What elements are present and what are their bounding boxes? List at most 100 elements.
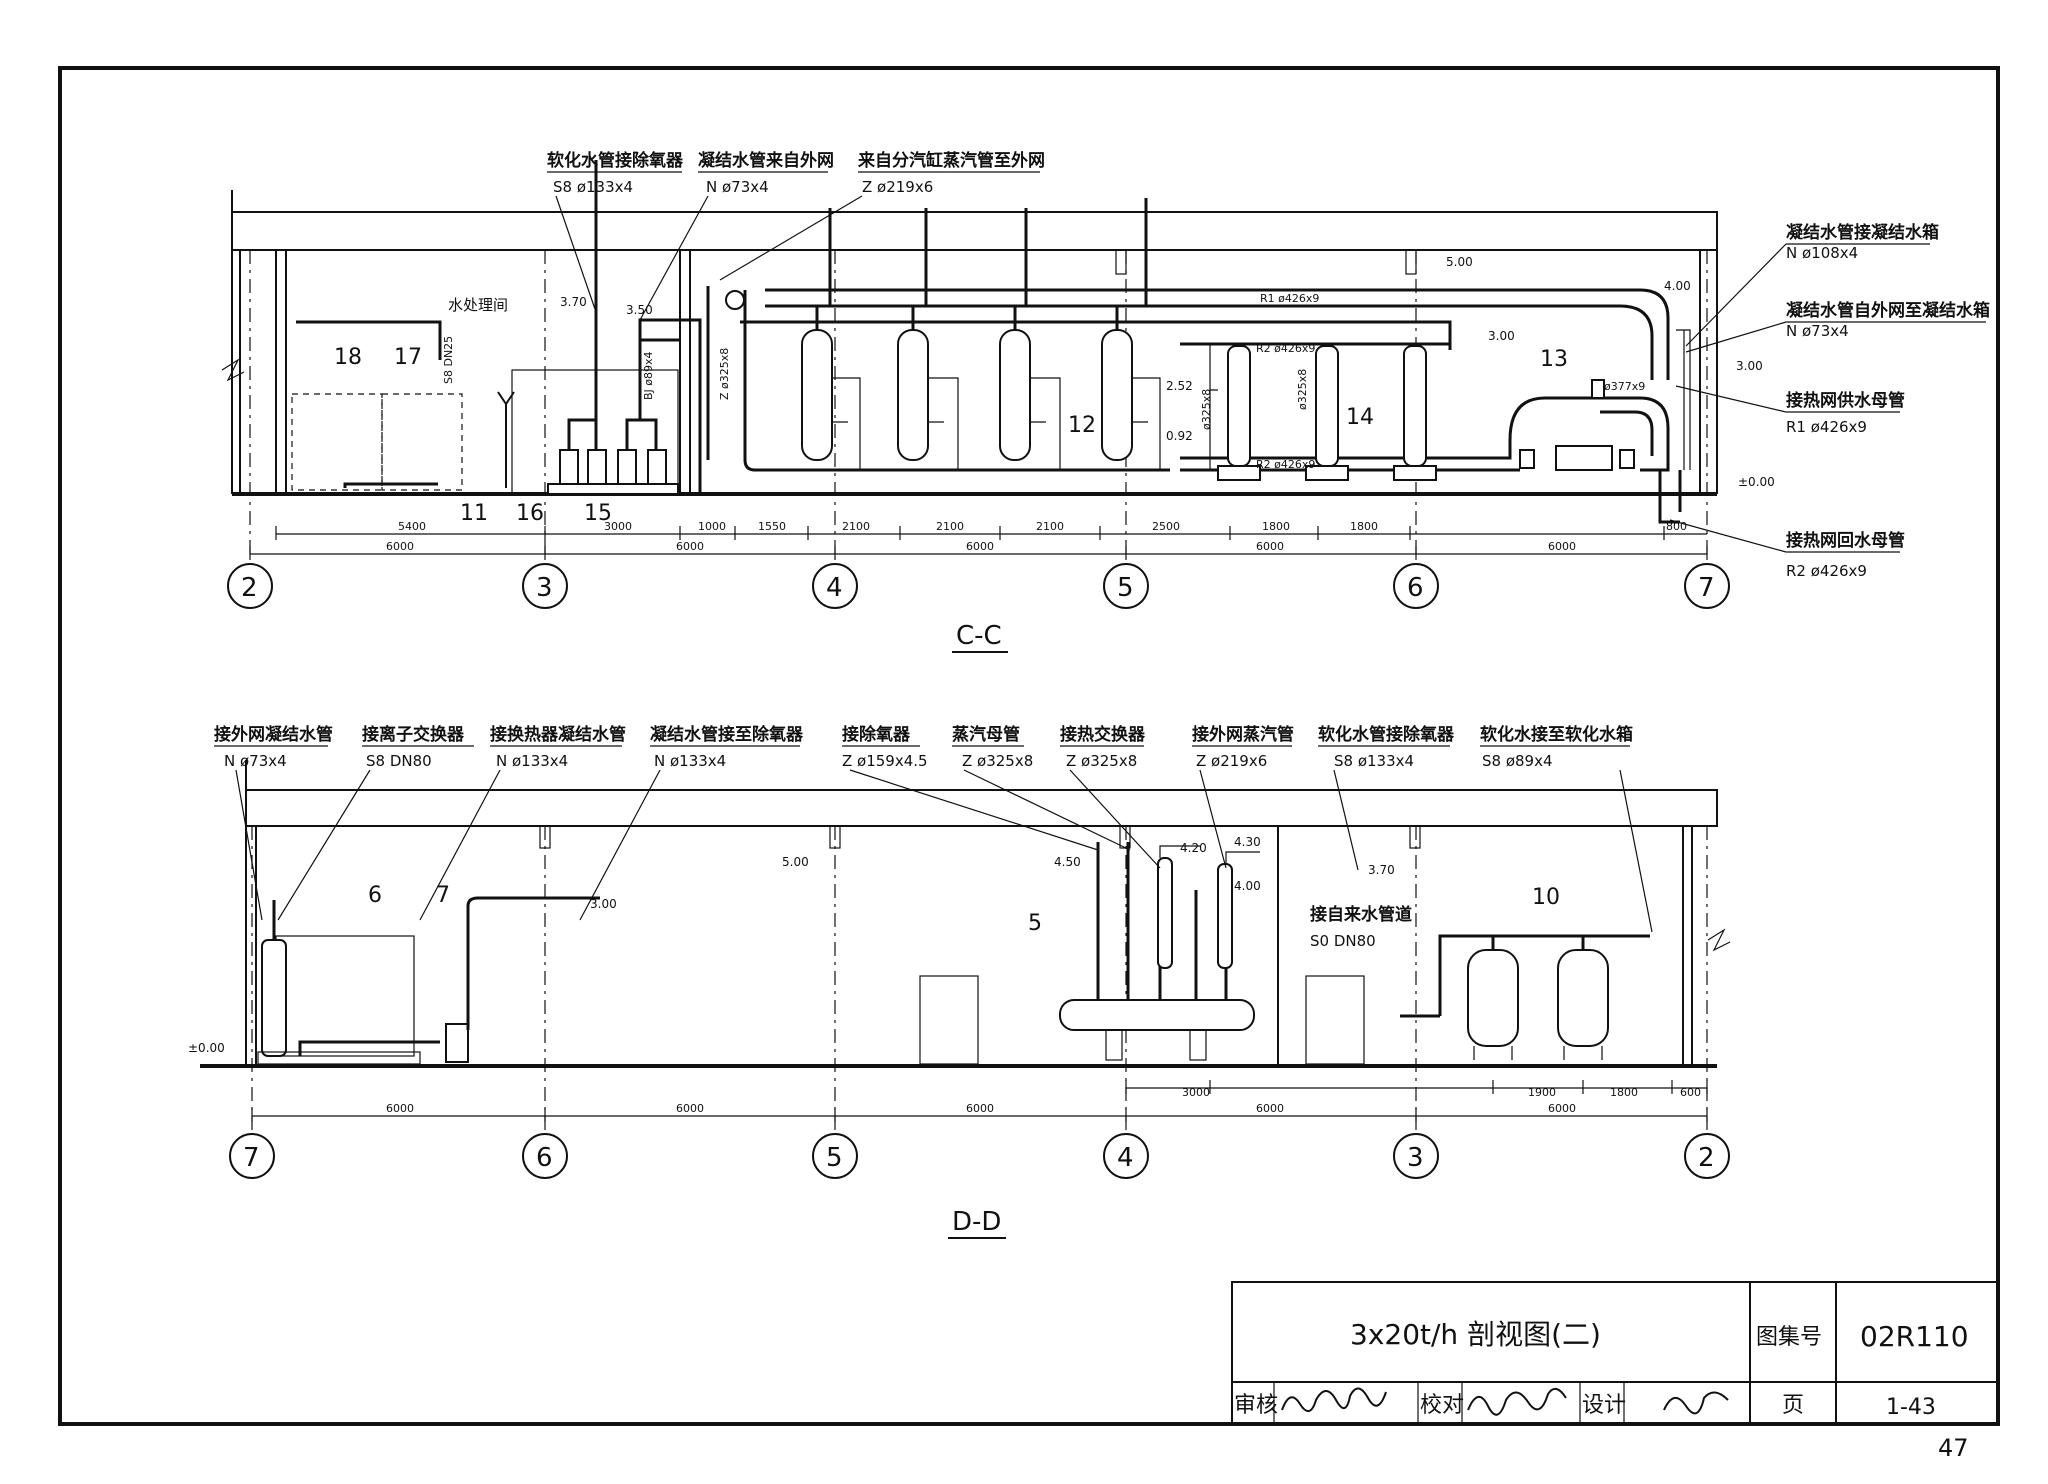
cc-axis-dim-4: 6000 (1256, 540, 1284, 553)
cc-item-14: 14 (1346, 405, 1374, 430)
dd-axis-7: 7 (243, 1143, 260, 1173)
dd-label-1-name: 接外网凝结水管 (214, 724, 333, 745)
cc-leader-lines-top (547, 171, 1040, 321)
dd-axis-dim-5: 6000 (1548, 1102, 1576, 1115)
cc-r2-loop2 (1600, 410, 1654, 456)
dd-left-wall (245, 760, 257, 1066)
cc-funnel (497, 391, 515, 488)
cc-dim-2100b: 2100 (936, 520, 964, 533)
cc-item-11: 11 (460, 501, 488, 526)
dd-elev-430: 4.30 (1234, 835, 1261, 849)
cc-dim-1800a: 1800 (1262, 520, 1290, 533)
cc-item-12: 12 (1068, 413, 1096, 438)
tb-design-label: 设计 (1582, 1393, 1626, 1418)
dd-axis-dim-3: 6000 (966, 1102, 994, 1115)
cc-dim-2100a: 2100 (842, 520, 870, 533)
cc-roof (232, 211, 1718, 251)
cc-wall-3 (275, 250, 287, 494)
dd-label-5-name: 接除氧器 (842, 724, 911, 745)
cc-label-condensate-spec: N ø73x4 (706, 178, 769, 196)
cc-label-condensate-name: 凝结水管来自外网 (698, 150, 834, 171)
cc-dim-3000: 3000 (604, 520, 632, 533)
cc-beam-2 (1405, 249, 1417, 275)
cc-valve-377 (1591, 379, 1605, 399)
cc-header-r1b (765, 304, 1654, 380)
cc-axis-dim-1: 6000 (386, 540, 414, 553)
dd-roof (246, 789, 1718, 827)
cc-item-13: 13 (1540, 347, 1568, 372)
dd-label-4-spec: N ø133x4 (654, 752, 726, 770)
dd-riser-tank-2 (1217, 863, 1233, 969)
cc-elev-370: 3.70 (560, 295, 587, 309)
dd-softener-legs (1473, 1046, 1603, 1060)
cc-dim-2100c: 2100 (1036, 520, 1064, 533)
cc-inline-s8: S8 DN25 (442, 336, 455, 384)
dd-dim-1800: 1800 (1610, 1086, 1638, 1099)
dd-label-4-name: 凝结水管接至除氧器 (650, 724, 804, 745)
cc-elev-500: 5.00 (1446, 255, 1473, 269)
cc-section-title: C-C (956, 621, 1002, 651)
cc-right-label-2-spec: N ø73x4 (1786, 322, 1849, 340)
cc-tank-pipe (343, 482, 438, 488)
cc-elev-092: 0.92 (1166, 429, 1193, 443)
cc-pump-small (1196, 343, 1218, 470)
cc-room-pipe (296, 320, 442, 360)
dd-section-title: D-D (952, 1207, 1001, 1237)
cc-dim-800: 800 (1666, 520, 1687, 533)
cc-axis-dim-2: 6000 (676, 540, 704, 553)
dd-label-8-name: 接外网蒸汽管 (1192, 724, 1294, 745)
dd-axis-bubbles: 7 6 5 4 3 2 (229, 1133, 1730, 1179)
dd-label-7-spec: Z ø325x8 (1066, 752, 1137, 770)
tb-atlas-label: 图集号 (1756, 1325, 1822, 1350)
cc-right-label-2-name: 凝结水管自外网至凝结水箱 (1786, 300, 1990, 321)
dd-dim-ticks (251, 1080, 1708, 1122)
cc-break-mark (221, 358, 245, 382)
dd-label-9-spec: S8 ø133x4 (1334, 752, 1414, 770)
cc-item-17: 17 (394, 345, 422, 370)
dd-item-6: 6 (368, 883, 382, 908)
cc-right-label-4-name: 接热网回水母管 (1786, 530, 1905, 551)
dd-dim-600: 600 (1680, 1086, 1701, 1099)
cc-dim-ticks (249, 526, 1708, 560)
dd-beam-3 (1409, 825, 1421, 849)
sheet-number: 47 (1938, 1434, 1969, 1462)
cc-header-upper (740, 320, 1452, 350)
dd-axis-2: 2 (1698, 1143, 1715, 1173)
cc-right-label-1-spec: N ø108x4 (1786, 244, 1858, 262)
cc-pump-pipes (567, 312, 680, 450)
dd-elev-370: 3.70 (1368, 863, 1395, 877)
dd-label-10-name: 软化水接至软化水箱 (1480, 724, 1633, 745)
cc-axis-dim-5: 6000 (1548, 540, 1576, 553)
tb-signature-check (1467, 1387, 1567, 1416)
dd-softener-b (1557, 949, 1609, 1047)
cc-inline-r2-upper: R2 ø426x9 (1256, 342, 1315, 355)
cc-label-steam-name: 来自分汽缸蒸汽管至外网 (857, 150, 1045, 171)
cc-pipe-bj (638, 318, 702, 494)
tb-signature-review (1281, 1387, 1387, 1412)
cc-r2-lower (1180, 396, 1600, 460)
cc-exchangers-12 (801, 329, 1133, 461)
dd-pipe-6 (272, 900, 440, 1056)
dd-elev-500: 5.00 (782, 855, 809, 869)
cc-dim-5400: 5400 (398, 520, 426, 533)
dd-label-7-name: 接热交换器 (1060, 724, 1146, 745)
dd-label-3-spec: N ø133x4 (496, 752, 568, 770)
section-dd: 接外网凝结水管 N ø73x4 接离子交换器 S8 DN80 接换热器凝结水管 … (188, 724, 1731, 1239)
cc-tank-17 (381, 393, 463, 491)
cc-dim-1550: 1550 (758, 520, 786, 533)
dd-elev-400: 4.00 (1234, 879, 1261, 893)
tb-check-label: 校对 (1420, 1393, 1464, 1418)
cc-valve-13 (1519, 449, 1535, 469)
title-block: 3x20t/h 剖视图(二) 图集号 02R110 审核 校对 设计 页 1-4… (1231, 1281, 1999, 1425)
cc-wall-4a (679, 250, 691, 494)
dd-label-1-spec: N ø73x4 (224, 752, 287, 770)
cc-dim-1000: 1000 (698, 520, 726, 533)
tb-page-label: 页 (1782, 1393, 1804, 1418)
dd-label-6-spec: Z ø325x8 (962, 752, 1033, 770)
cc-inline-377: ø377x9 (1604, 380, 1645, 393)
dd-mid-label-spec: S0 DN80 (1310, 932, 1376, 950)
cc-axis-4: 4 (826, 573, 843, 603)
cc-label-softwater-name: 软化水管接除氧器 (547, 150, 684, 171)
dd-right-wall (1682, 826, 1693, 1066)
